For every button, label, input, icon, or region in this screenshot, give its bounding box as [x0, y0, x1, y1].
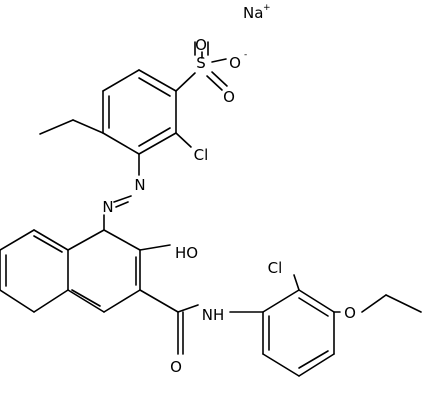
bond-line: [138, 132, 177, 155]
sulfonate-oxygen-bottom: O: [223, 88, 235, 106]
amide-oxygen-label: O: [170, 358, 182, 376]
azo-n2-label: N: [102, 198, 113, 216]
bond-line: [103, 229, 141, 251]
azo-n1-label: N: [134, 176, 145, 194]
sulfonate-oxygen-anion: O: [229, 54, 241, 72]
bond-line: [175, 72, 196, 92]
bond-line: [211, 71, 228, 87]
bond-line: [206, 75, 223, 91]
bond-line: [102, 69, 140, 92]
sulfur-label: S: [196, 54, 206, 72]
bond-line: [361, 294, 387, 313]
bond-line: [0, 229, 35, 251]
bond-line: [298, 297, 329, 317]
bond-line: [67, 289, 105, 313]
bond-line: [72, 119, 104, 134]
bond-line: [138, 69, 177, 92]
bond-line: [177, 304, 199, 313]
bond-line: [71, 289, 101, 307]
chloro-upper-label: Cl: [194, 146, 209, 164]
bond-line: [385, 294, 422, 313]
bond-line: [115, 201, 129, 208]
hydroxyl-label: HO: [175, 244, 198, 262]
bond-line: [33, 229, 69, 251]
sodium-charge: +: [263, 3, 271, 13]
bond-line: [211, 58, 227, 63]
sulfonate-oxygen-top: O: [195, 36, 207, 54]
chloro-lower-label: Cl: [268, 259, 283, 277]
bond-line: [139, 289, 179, 313]
bond-line: [33, 235, 63, 253]
bond-line: [175, 132, 192, 148]
bond-line: [103, 289, 141, 313]
bond-line: [293, 274, 300, 291]
bond-line: [138, 77, 171, 97]
bond-line: [262, 289, 300, 313]
bond-line: [102, 132, 140, 155]
bond-line: [39, 119, 74, 135]
bond-line: [67, 229, 105, 251]
bond-line: [113, 195, 132, 203]
bond-line: [139, 244, 171, 251]
bond-line: [298, 350, 329, 369]
sodium-label: Na: [243, 4, 263, 22]
bond-lines: [0, 41, 422, 377]
bond-line: [33, 289, 69, 313]
anion-charge: -: [244, 50, 247, 60]
amide-nh-label: NH: [202, 306, 225, 324]
bond-line: [262, 353, 300, 377]
bond-line: [298, 289, 335, 313]
ether-oxygen-label: O: [344, 304, 356, 322]
bond-line: [0, 289, 35, 313]
bond-line: [298, 353, 335, 377]
bond-line: [138, 127, 171, 147]
